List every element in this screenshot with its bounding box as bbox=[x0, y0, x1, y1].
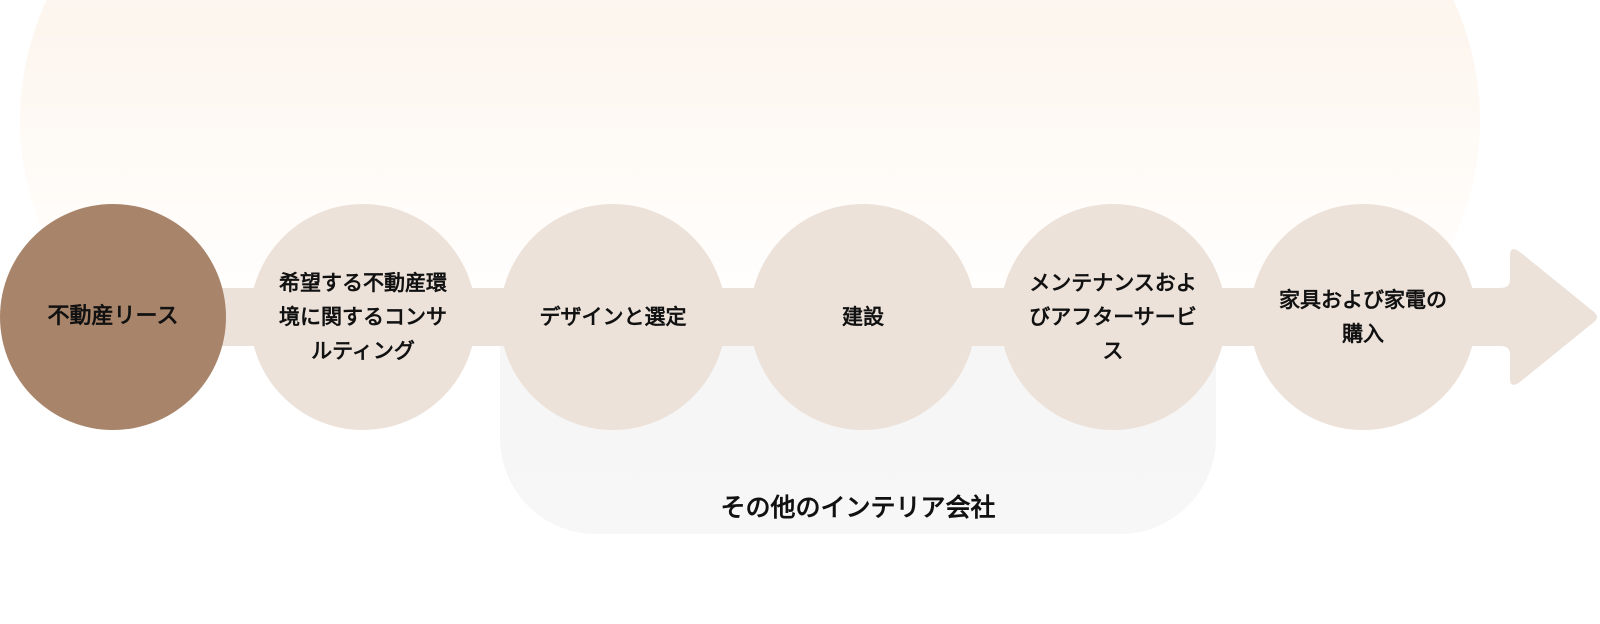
step-label: メンテナンスおよびアフターサービス bbox=[1029, 271, 1197, 363]
step-label: 不動産リース bbox=[47, 304, 179, 329]
step-design-selection: デザインと選定 bbox=[500, 204, 726, 430]
step-label: デザインと選定 bbox=[539, 305, 687, 329]
step-furniture-purchase: 家具および家電の購入 bbox=[1250, 204, 1476, 430]
step-label: 希望する不動産環境に関するコンサルティング bbox=[279, 271, 447, 363]
step-maintenance: メンテナンスおよびアフターサービス bbox=[1000, 204, 1226, 430]
step-label: 家具および家電の購入 bbox=[1279, 288, 1447, 346]
step-label: 建設 bbox=[842, 305, 884, 329]
step-construction: 建設 bbox=[750, 204, 976, 430]
step-consulting: 希望する不動産環境に関するコンサルティング bbox=[250, 204, 476, 430]
group-label: その他のインテリア会社 bbox=[720, 493, 996, 522]
step-real-estate-lease: 不動産リース bbox=[0, 204, 226, 430]
